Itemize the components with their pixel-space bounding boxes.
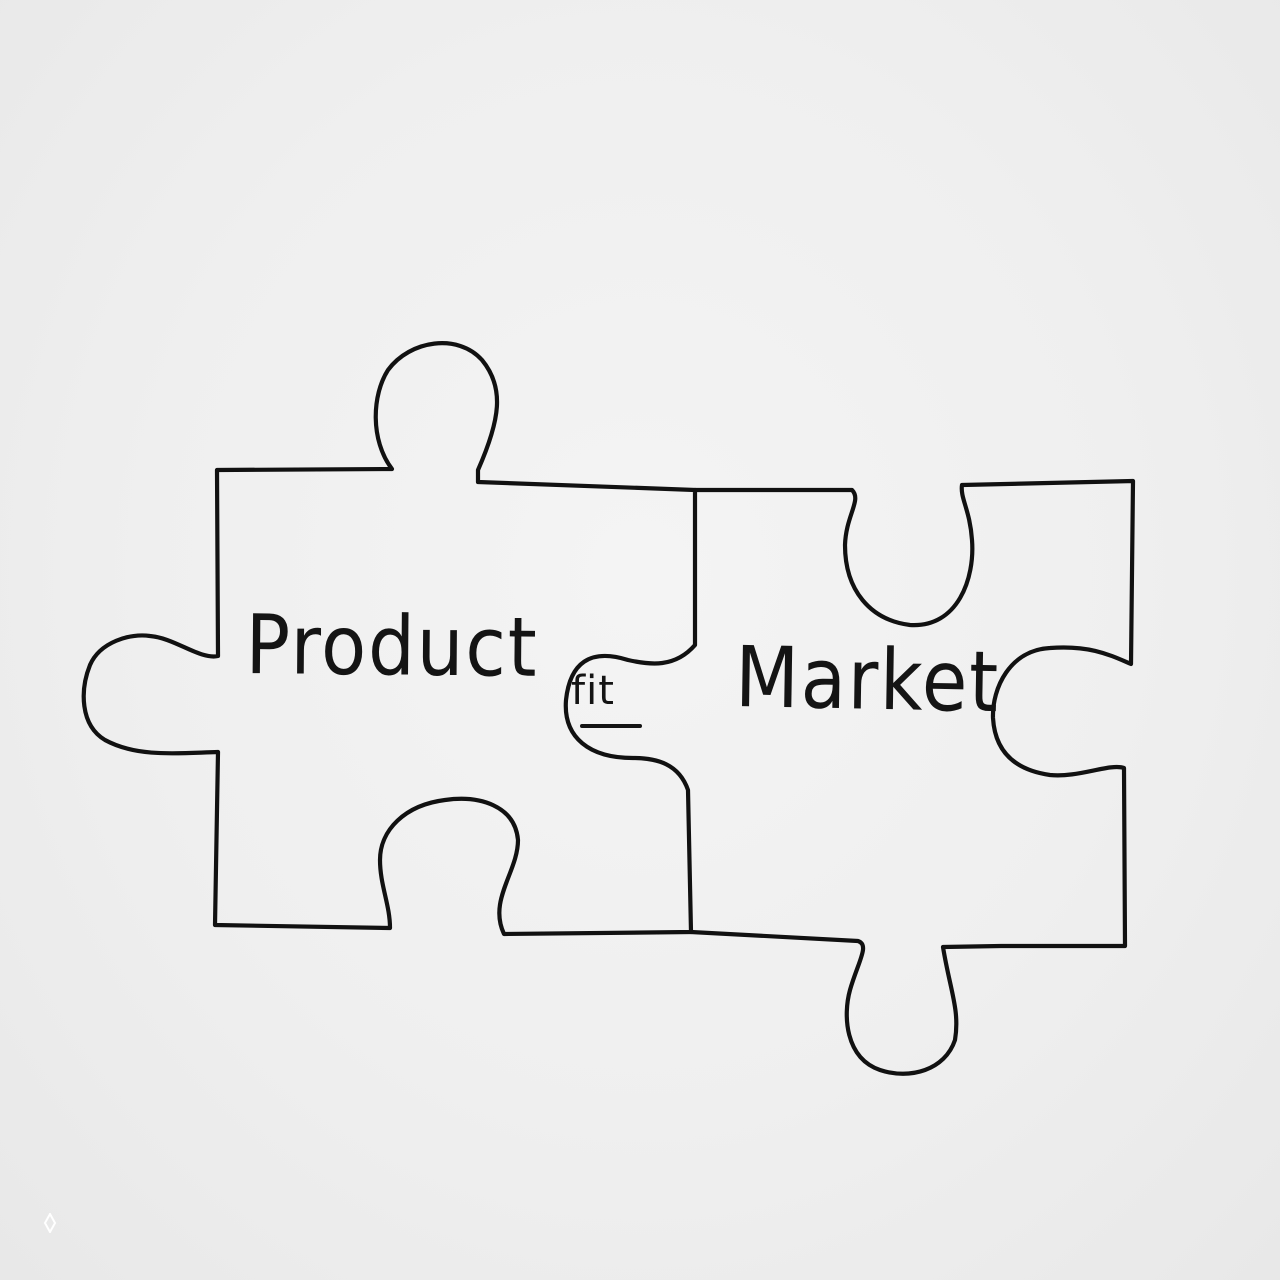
right-puzzle-piece-icon bbox=[688, 478, 1136, 1076]
market-label: Market bbox=[734, 628, 1001, 732]
fit-underline bbox=[580, 724, 642, 728]
left-puzzle-piece-icon bbox=[81, 341, 698, 937]
sparkle-icon bbox=[43, 1213, 57, 1233]
product-label: Product bbox=[245, 598, 539, 696]
fit-label: fit bbox=[571, 668, 615, 714]
